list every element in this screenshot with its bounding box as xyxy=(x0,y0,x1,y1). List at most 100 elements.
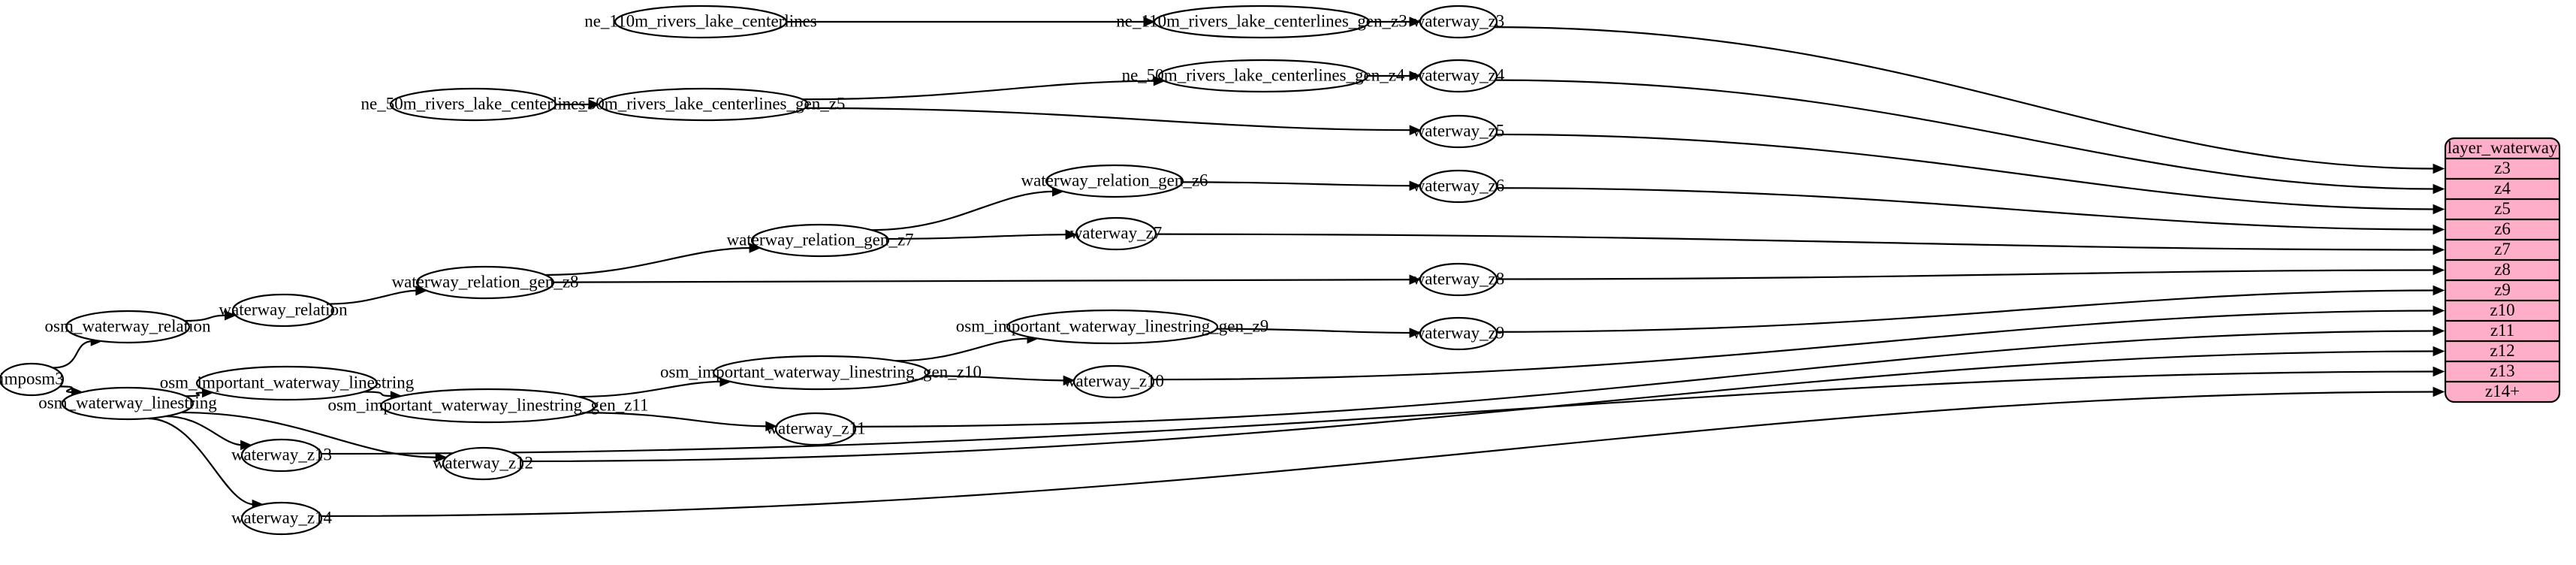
node-shape xyxy=(1075,216,1157,251)
edge-arrowhead xyxy=(2433,264,2445,276)
node-shape xyxy=(231,293,335,328)
graph-node-waterway_z3[interactable]: waterway_z3 xyxy=(1413,5,1505,39)
graph-node-ne_110m_rivers_lake_centerlines_gen_z3[interactable]: ne_110m_rivers_lake_centerlines_gen_z3 xyxy=(1116,5,1407,39)
graph-node-osm_waterway_relation[interactable]: osm_waterway_relation xyxy=(45,310,211,344)
edge-arrowhead xyxy=(765,421,778,432)
node-shape xyxy=(442,446,524,481)
node-shape xyxy=(0,362,65,397)
edge-arrowhead xyxy=(1409,328,1422,338)
record-row-label: z8 xyxy=(2494,260,2511,279)
graph-node-osm_important_waterway_linestring_gen_z9[interactable]: osm_important_waterway_linestring_gen_z9 xyxy=(956,309,1268,345)
edge-arrowhead xyxy=(2433,346,2445,357)
graph-node-waterway_z12[interactable]: waterway_z12 xyxy=(433,446,533,481)
node-shape xyxy=(240,501,323,536)
graph-node-ne_50m_rivers_lake_centerlines_gen_z5[interactable]: ne_50m_rivers_lake_centerlines_gen_z5 xyxy=(563,87,846,122)
node-shape xyxy=(1419,316,1498,351)
node-label: imposm3 xyxy=(0,369,64,388)
graph-edge xyxy=(888,234,1069,240)
graph-edge xyxy=(1495,79,2436,190)
graph-node-imposm3[interactable]: imposm3 xyxy=(0,362,65,397)
edge-arrowhead xyxy=(2433,163,2445,174)
graph-node-ne_50m_rivers_lake_centerlines[interactable]: ne_50m_rivers_lake_centerlines xyxy=(361,87,586,122)
graph-edge xyxy=(855,330,2436,428)
graph-node-waterway_z5[interactable]: waterway_z5 xyxy=(1413,114,1505,149)
node-shape xyxy=(1419,5,1498,39)
node-shape xyxy=(65,310,191,344)
graph-node-ne_110m_rivers_lake_centerlines[interactable]: ne_110m_rivers_lake_centerlines xyxy=(584,5,817,39)
graph-edge xyxy=(578,380,722,398)
node-label: waterway_z6 xyxy=(1413,176,1505,195)
graph-node-waterway_relation_gen_z6[interactable]: waterway_relation_gen_z6 xyxy=(1021,164,1208,198)
graph-edge xyxy=(147,417,255,506)
graph-edge xyxy=(165,415,243,446)
node-label: ne_50m_rivers_lake_centerlines xyxy=(361,94,586,113)
record-row-label: z14+ xyxy=(2485,382,2520,400)
record-row-label: z9 xyxy=(2494,280,2511,299)
record-row-label: z6 xyxy=(2494,219,2511,238)
edge-arrowhead xyxy=(1065,229,1078,240)
node-shape xyxy=(1006,309,1219,345)
graph-node-waterway_relation_gen_z7[interactable]: waterway_relation_gen_z7 xyxy=(726,223,914,258)
graph-node-osm_important_waterway_linestring_gen_z11[interactable]: osm_important_waterway_linestring_gen_z1… xyxy=(327,388,649,424)
edge-arrowhead xyxy=(1143,17,1156,27)
graph-edge xyxy=(1182,181,1413,187)
graph-edge xyxy=(926,375,1066,382)
edge-arrowhead xyxy=(435,452,448,463)
node-label: osm_important_waterway_linestring xyxy=(160,373,415,391)
edge-arrowhead xyxy=(1063,375,1075,386)
node-shape xyxy=(61,386,195,421)
edge-arrowhead xyxy=(2433,224,2445,235)
node-shape xyxy=(750,223,890,258)
graph-edge xyxy=(896,337,1030,362)
graph-node-osm_important_waterway_linestring[interactable]: osm_important_waterway_linestring xyxy=(160,365,415,401)
graph-node-waterway_relation[interactable]: waterway_relation xyxy=(219,293,348,328)
graph-node-waterway_z14[interactable]: waterway_z14 xyxy=(231,501,333,536)
edge-arrowhead xyxy=(1153,75,1166,86)
node-label: ne_50m_rivers_lake_centerlines_gen_z4 xyxy=(1122,65,1405,84)
graph-node-waterway_relation_gen_z8[interactable]: waterway_relation_gen_z8 xyxy=(391,265,579,300)
edge-arrowhead xyxy=(588,99,601,110)
graph-node-waterway_z9[interactable]: waterway_z9 xyxy=(1413,316,1505,351)
record-row-label: z10 xyxy=(2490,301,2514,319)
node-label: osm_waterway_linestring xyxy=(38,393,217,412)
edge-arrowhead xyxy=(1409,17,1422,27)
graph-edge xyxy=(329,289,418,305)
graph-node-waterway_z6[interactable]: waterway_z6 xyxy=(1413,169,1505,204)
record-node-layer: layer_waterwayz3z4z5z6z7z8z9z10z11z12z13… xyxy=(2444,137,2561,403)
node-label: waterway_z10 xyxy=(1063,371,1164,390)
edge-arrowhead xyxy=(2433,386,2445,397)
node-label: ne_50m_rivers_lake_centerlines_gen_z5 xyxy=(563,94,846,113)
record-node-layer-waterway[interactable]: layer_waterwayz3z4z5z6z7z8z9z10z11z12z13… xyxy=(2444,137,2561,403)
graph-node-waterway_z8[interactable]: waterway_z8 xyxy=(1413,262,1505,297)
edge-arrowhead xyxy=(225,310,237,321)
graph-node-waterway_z7[interactable]: waterway_z7 xyxy=(1070,216,1163,251)
node-label: waterway_z5 xyxy=(1413,121,1505,140)
record-row-label: z4 xyxy=(2494,179,2511,198)
edge-arrowhead xyxy=(2433,305,2445,316)
graph-node-waterway_z10[interactable]: waterway_z10 xyxy=(1063,364,1164,399)
graph-node-waterway_z4[interactable]: waterway_z4 xyxy=(1413,59,1505,93)
edge-arrowhead xyxy=(2433,204,2445,215)
node-shape xyxy=(1157,59,1369,93)
edge-arrowhead xyxy=(1409,274,1422,285)
nodes-layer: imposm3 osm_waterway_relation osm_waterway… xyxy=(0,5,1505,536)
graph-node-ne_50m_rivers_lake_centerlines_gen_z4[interactable]: ne_50m_rivers_lake_centerlines_gen_z4 xyxy=(1122,59,1405,93)
node-shape xyxy=(1419,169,1498,204)
graph-edge xyxy=(553,279,1413,283)
graph-edge xyxy=(1496,133,2436,210)
graph-node-waterway_z11[interactable]: waterway_z11 xyxy=(765,412,866,446)
edge-arrowhead xyxy=(2433,244,2445,255)
node-shape xyxy=(1419,59,1498,93)
record-row-label: z13 xyxy=(2490,361,2514,380)
graph-edge xyxy=(1496,269,2436,280)
graph-edge xyxy=(805,107,1413,131)
graph-node-waterway_z13[interactable]: waterway_z13 xyxy=(231,438,332,473)
node-shape xyxy=(415,265,555,300)
graph-edge xyxy=(59,385,74,393)
graph-edge xyxy=(585,412,768,428)
graph-edge xyxy=(1153,310,2436,381)
graph-node-osm_important_waterway_linestring_gen_z10[interactable]: osm_important_waterway_linestring_gen_z1… xyxy=(660,355,982,391)
graph-node-osm_waterway_linestring[interactable]: osm_waterway_linestring xyxy=(38,386,217,421)
graph-edge xyxy=(1496,289,2436,333)
